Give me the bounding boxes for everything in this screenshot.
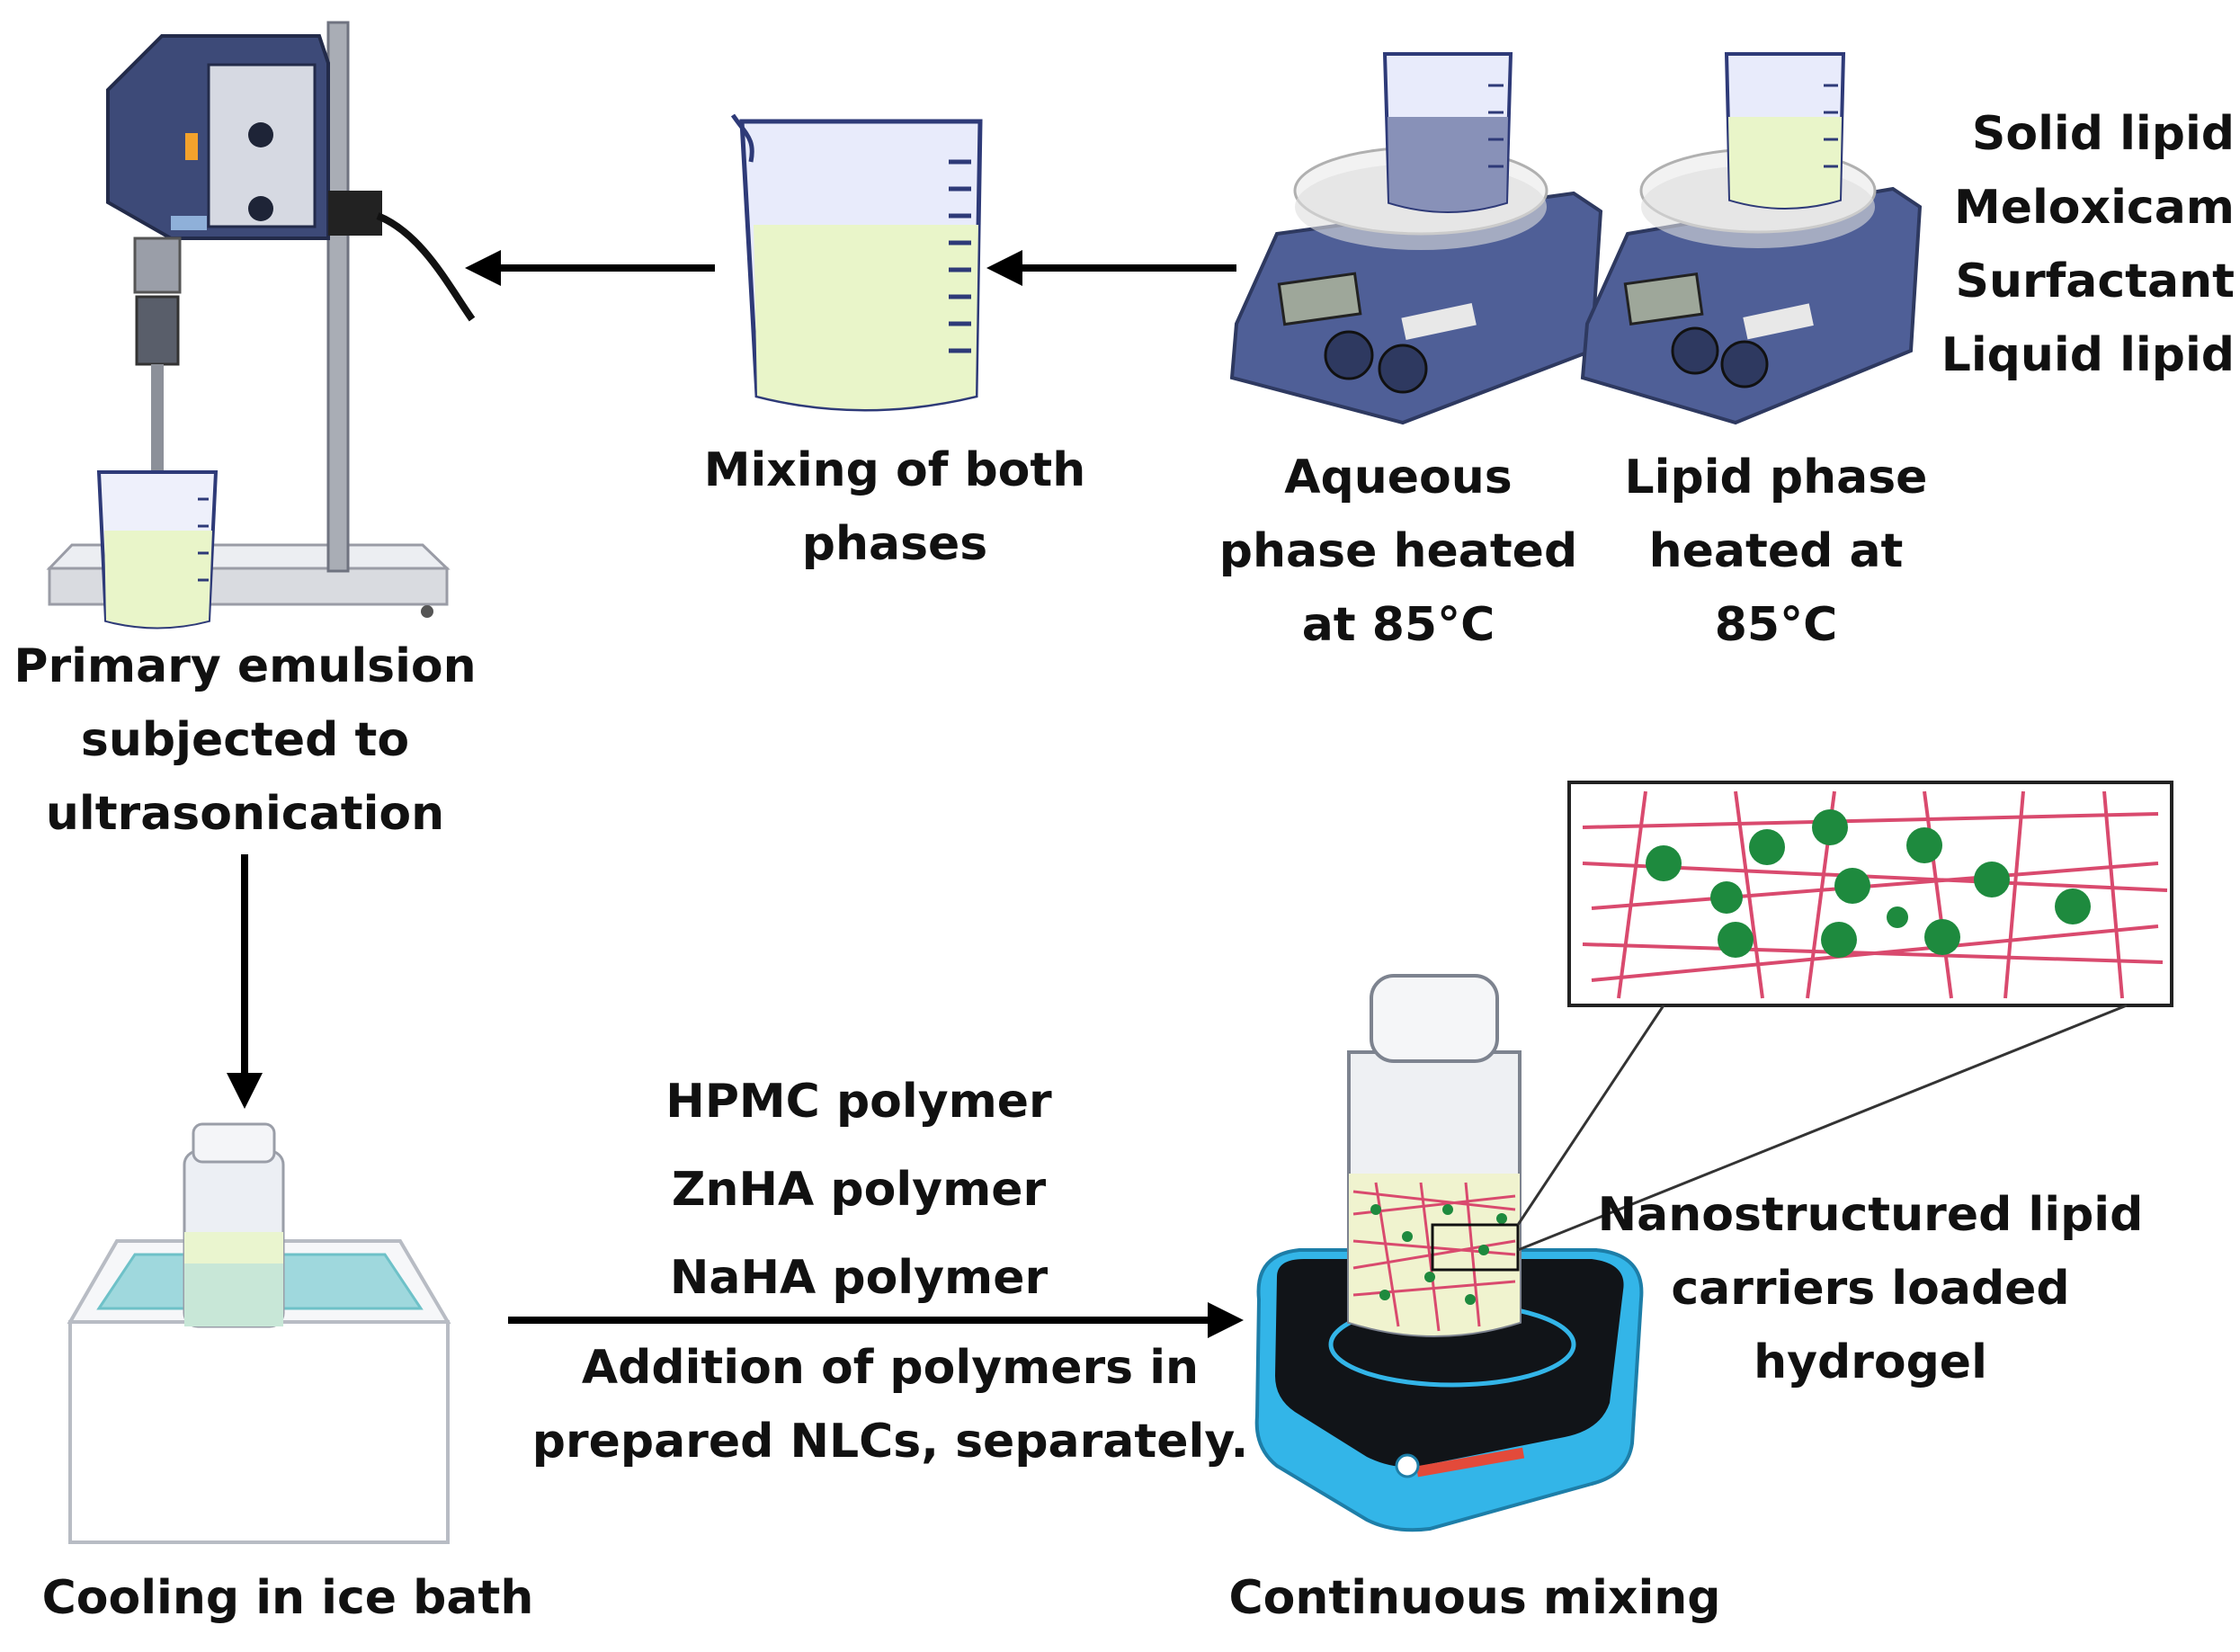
lipid-component: Solid lipid	[1971, 107, 2235, 161]
aqueous-label-line: phase heated	[1218, 524, 1578, 578]
homogenizer-icon	[46, 21, 476, 630]
homogenizer-label-line: Primary emulsion	[13, 639, 477, 693]
nlc-label-line: hydrogel	[1754, 1335, 1987, 1389]
nlc-label-line: carriers loaded	[1671, 1262, 2070, 1316]
magnetic-stirrer-icon	[1254, 974, 1644, 1532]
lipid-label-line: 85°C	[1714, 598, 1838, 652]
ice-bath-label: Cooling in ice bath	[41, 1571, 534, 1625]
polymer-addition-line: prepared NLCs, separately.	[531, 1415, 1249, 1469]
polymer-item: ZnHA polymer	[671, 1163, 1047, 1217]
homogenizer-label-line: subjected to	[80, 713, 410, 767]
lipid-label-line: Lipid phase	[1624, 451, 1928, 505]
aqueous-label-line: at 85°C	[1301, 598, 1495, 652]
aqueous-phase-label: Aqueous phase heated at 85°C	[1209, 441, 1587, 662]
lipid-phase-label: Lipid phase heated at 85°C	[1596, 441, 1956, 662]
nlc-hydrogel-label: Nanostructured lipid carriers loaded hyd…	[1583, 1178, 2158, 1399]
continuous-mixing-label: Continuous mixing	[1228, 1571, 1721, 1625]
homogenizer-label-line: ultrasonication	[45, 787, 445, 841]
ice-bath-icon	[67, 1122, 451, 1544]
lipid-components-list: Solid lipid Meloxicam Surfactant Liquid …	[1924, 97, 2235, 392]
polymer-addition-line: Addition of polymers in	[581, 1341, 1200, 1395]
homogenizer-label: Primary emulsion subjected to ultrasonic…	[0, 630, 490, 851]
lipid-component: Meloxicam	[1953, 181, 2235, 235]
lipid-label-line: heated at	[1648, 524, 1904, 578]
mixing-label-line: phases	[801, 517, 988, 571]
polymer-item: HPMC polymer	[665, 1075, 1052, 1129]
polymer-item: NaHA polymer	[669, 1251, 1049, 1305]
beaker-icon	[730, 113, 983, 412]
polymer-list: HPMC polymer ZnHA polymer NaHA polymer	[585, 1058, 1133, 1322]
polymer-addition-label: Addition of polymers in prepared NLCs, s…	[531, 1331, 1250, 1478]
lipid-component: Liquid lipid	[1941, 328, 2235, 382]
aqueous-label-line: Aqueous	[1284, 451, 1513, 505]
mixing-label: Mixing of both phases	[679, 433, 1111, 581]
mixing-label-line: Mixing of both	[703, 443, 1086, 497]
hotplate-stirrer-icon-lipid	[1580, 52, 1923, 425]
nlc-label-line: Nanostructured lipid	[1597, 1188, 2144, 1242]
nlc-network-icon	[1516, 781, 2173, 1252]
lipid-component: Surfactant	[1955, 254, 2235, 308]
hotplate-stirrer-icon-aqueous	[1229, 52, 1603, 425]
